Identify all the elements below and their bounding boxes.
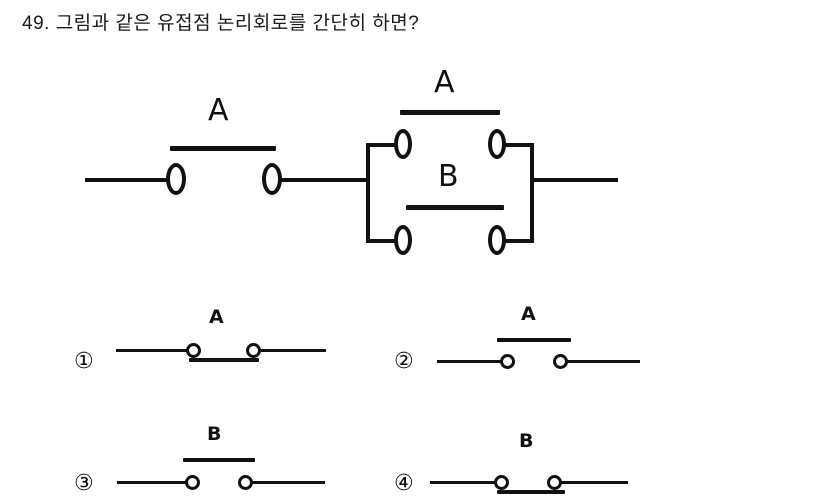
answer-option-2-number: ② — [394, 349, 414, 374]
answer-option-1-number: ① — [74, 349, 94, 374]
parallel-bottom-terminal-right — [488, 225, 506, 255]
answer-option-3-label: B — [207, 423, 222, 445]
parallel-block-right-rail — [530, 143, 534, 243]
answer-option-3-wire-right — [249, 481, 325, 484]
answer-option-1-contact-bar — [189, 358, 259, 362]
answer-option-1-label: A — [209, 306, 224, 328]
series-contact-a-label: A — [208, 93, 229, 128]
parallel-bottom-contact-b-label: B — [438, 159, 459, 194]
answer-option-4-label: B — [519, 430, 534, 452]
answer-option-1-wire-right — [258, 349, 326, 352]
parallel-bottom-wire-right — [502, 239, 534, 243]
answer-option-3-wire-left — [117, 481, 190, 484]
answer-option-3-terminal-left — [185, 475, 200, 490]
parallel-top-contact-a-bar — [400, 110, 500, 115]
parallel-bottom-contact-b-bar — [406, 205, 504, 210]
parallel-top-terminal-left — [394, 129, 412, 159]
answer-option-2-wire-left — [437, 360, 505, 363]
input-wire — [85, 178, 171, 182]
answer-option-1-terminal-left — [186, 343, 201, 358]
parallel-top-wire-left — [366, 143, 398, 147]
answer-option-2-wire-right — [564, 360, 640, 363]
series-contact-a-terminal-right — [262, 163, 282, 195]
answer-option-4-wire-right — [558, 481, 628, 484]
answer-option-4-contact-bar — [497, 490, 565, 494]
answer-option-2-contact-bar — [497, 338, 571, 342]
parallel-block-left-rail — [366, 143, 370, 243]
interconnect-wire — [280, 178, 370, 182]
page-title: 49. 그림과 같은 유접점 논리회로를 간단히 하면? — [22, 13, 420, 34]
series-contact-a-terminal-left — [166, 163, 186, 195]
answer-option-4-wire-left — [430, 481, 500, 484]
parallel-top-terminal-right — [488, 129, 506, 159]
parallel-bottom-terminal-left — [394, 225, 412, 255]
answer-option-4-terminal-right — [547, 475, 562, 490]
parallel-top-contact-a-label: A — [434, 65, 455, 100]
answer-option-2-terminal-right — [553, 354, 568, 369]
answer-option-4-terminal-left — [494, 475, 509, 490]
answer-option-3-contact-bar — [183, 458, 255, 462]
output-wire — [532, 178, 618, 182]
answer-option-3-number: ③ — [74, 471, 94, 496]
answer-option-3-terminal-right — [238, 475, 253, 490]
answer-option-1-terminal-right — [246, 343, 261, 358]
parallel-bottom-wire-left — [366, 239, 398, 243]
answer-option-1-wire-left — [116, 349, 192, 352]
answer-option-4-number: ④ — [394, 471, 414, 496]
answer-option-2-terminal-left — [500, 354, 515, 369]
answer-option-2-label: A — [521, 303, 536, 325]
parallel-top-wire-right — [502, 143, 534, 147]
series-contact-a-bar — [170, 146, 276, 151]
